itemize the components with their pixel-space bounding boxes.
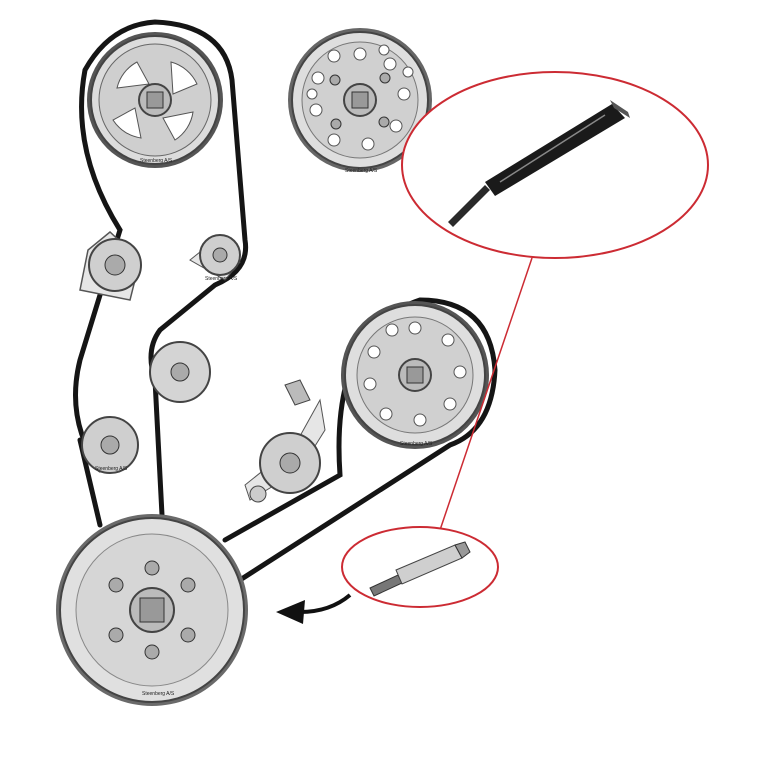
camshaft-pulley-left: Steenberg A/S — [87, 32, 223, 168]
idler-middle — [149, 341, 211, 403]
idler-small-upper: Steenberg A/S — [189, 234, 241, 282]
tensioner-lower — [244, 379, 326, 503]
callout-locking-pin-lower — [341, 526, 499, 608]
rotation-arrow — [276, 593, 352, 624]
callout-locking-pin-upper — [401, 71, 709, 531]
camshaft-pulley-lower: Steenberg A/S — [341, 301, 489, 449]
water-pump-label: Steenberg A/S — [95, 466, 128, 472]
crankshaft-pulley: Steenberg A/S — [56, 514, 248, 706]
crank-label: Steenberg A/S — [142, 691, 175, 697]
lower-cam-label: Steenberg A/S — [400, 441, 433, 447]
tensioner-upper — [79, 231, 142, 301]
cam-right-label: Steenberg A/S — [345, 168, 378, 174]
cam-left-label: Steenberg A/S — [140, 158, 173, 164]
idler-mid-label: Steenberg A/S — [205, 276, 238, 282]
camshaft-pulley-right: Steenberg A/S — [288, 28, 432, 174]
locking-pin-large-icon — [448, 100, 630, 227]
locking-pin-small-icon — [369, 541, 471, 597]
water-pump-pulley: Steenberg A/S — [81, 416, 139, 474]
